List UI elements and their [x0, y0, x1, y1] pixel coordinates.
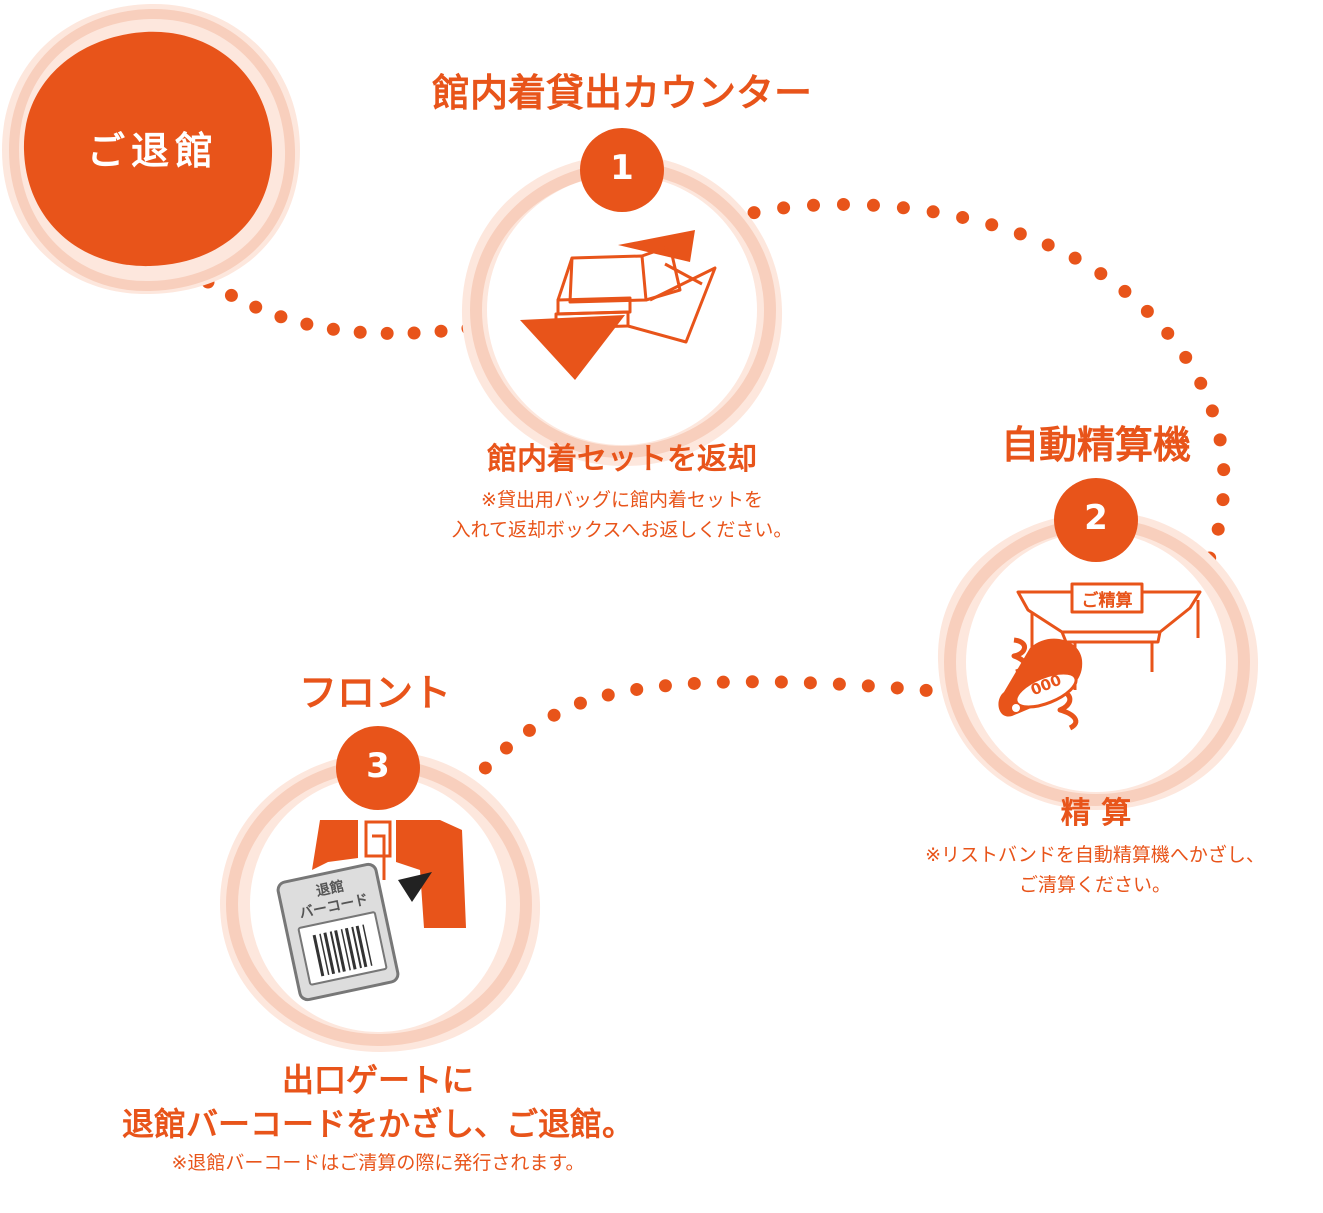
start-blob	[2, 3, 300, 295]
payment-machine-icon	[998, 582, 1202, 731]
step-2-badge	[1054, 478, 1138, 562]
step-3-badge	[336, 726, 420, 810]
step-1-note-line-2: 入れて返却ボックスへお返しください。	[451, 519, 793, 541]
step-2-note-line-1: ※リストバンドを自動精算機へかざし、	[925, 844, 1265, 866]
start-label: ご退館	[86, 129, 219, 173]
dotted-route-2-to-3	[461, 675, 962, 795]
return-box-icon	[520, 230, 717, 380]
step-1-badge	[580, 128, 664, 212]
step-2-note-line-2: ご清算ください。	[1018, 874, 1171, 896]
step-2-location: 自動精算機	[1000, 423, 1191, 467]
step-3-number: 3	[366, 746, 390, 786]
step-2-note: ※リストバンドを自動精算機へかざし、 ご清算ください。	[870, 840, 1320, 900]
step-1-note: ※貸出用バッグに館内着セットを 入れて返却ボックスへお返しください。	[372, 485, 872, 545]
step-3-note: ※退館バーコードはご清算の際に発行されます。	[171, 1152, 585, 1174]
step-3-location: フロント	[298, 671, 451, 715]
step-2-ring	[937, 511, 1259, 810]
dotted-route-start-to-1	[201, 275, 477, 340]
exit-gate-icon	[276, 820, 466, 1002]
step-3-title-line-1: 出口ゲートに	[281, 1061, 474, 1099]
step-2-number: 2	[1084, 498, 1108, 538]
step-2-sign-text: ご精算	[1081, 591, 1133, 611]
step-1-note-line-1: ※貸出用バッグに館内着セットを	[481, 489, 763, 511]
step-1-number: 1	[610, 148, 634, 188]
step-1-title: 館内着セットを返却	[487, 442, 757, 477]
step-1-location: 館内着貸出カウンター	[431, 71, 812, 115]
step-3-title: 出口ゲートに 退館バーコードをかざし、ご退館。	[78, 1058, 678, 1146]
step-3-title-line-2: 退館バーコードをかざし、ご退館。	[121, 1105, 634, 1143]
step-2-title: 精 算	[1060, 796, 1132, 831]
